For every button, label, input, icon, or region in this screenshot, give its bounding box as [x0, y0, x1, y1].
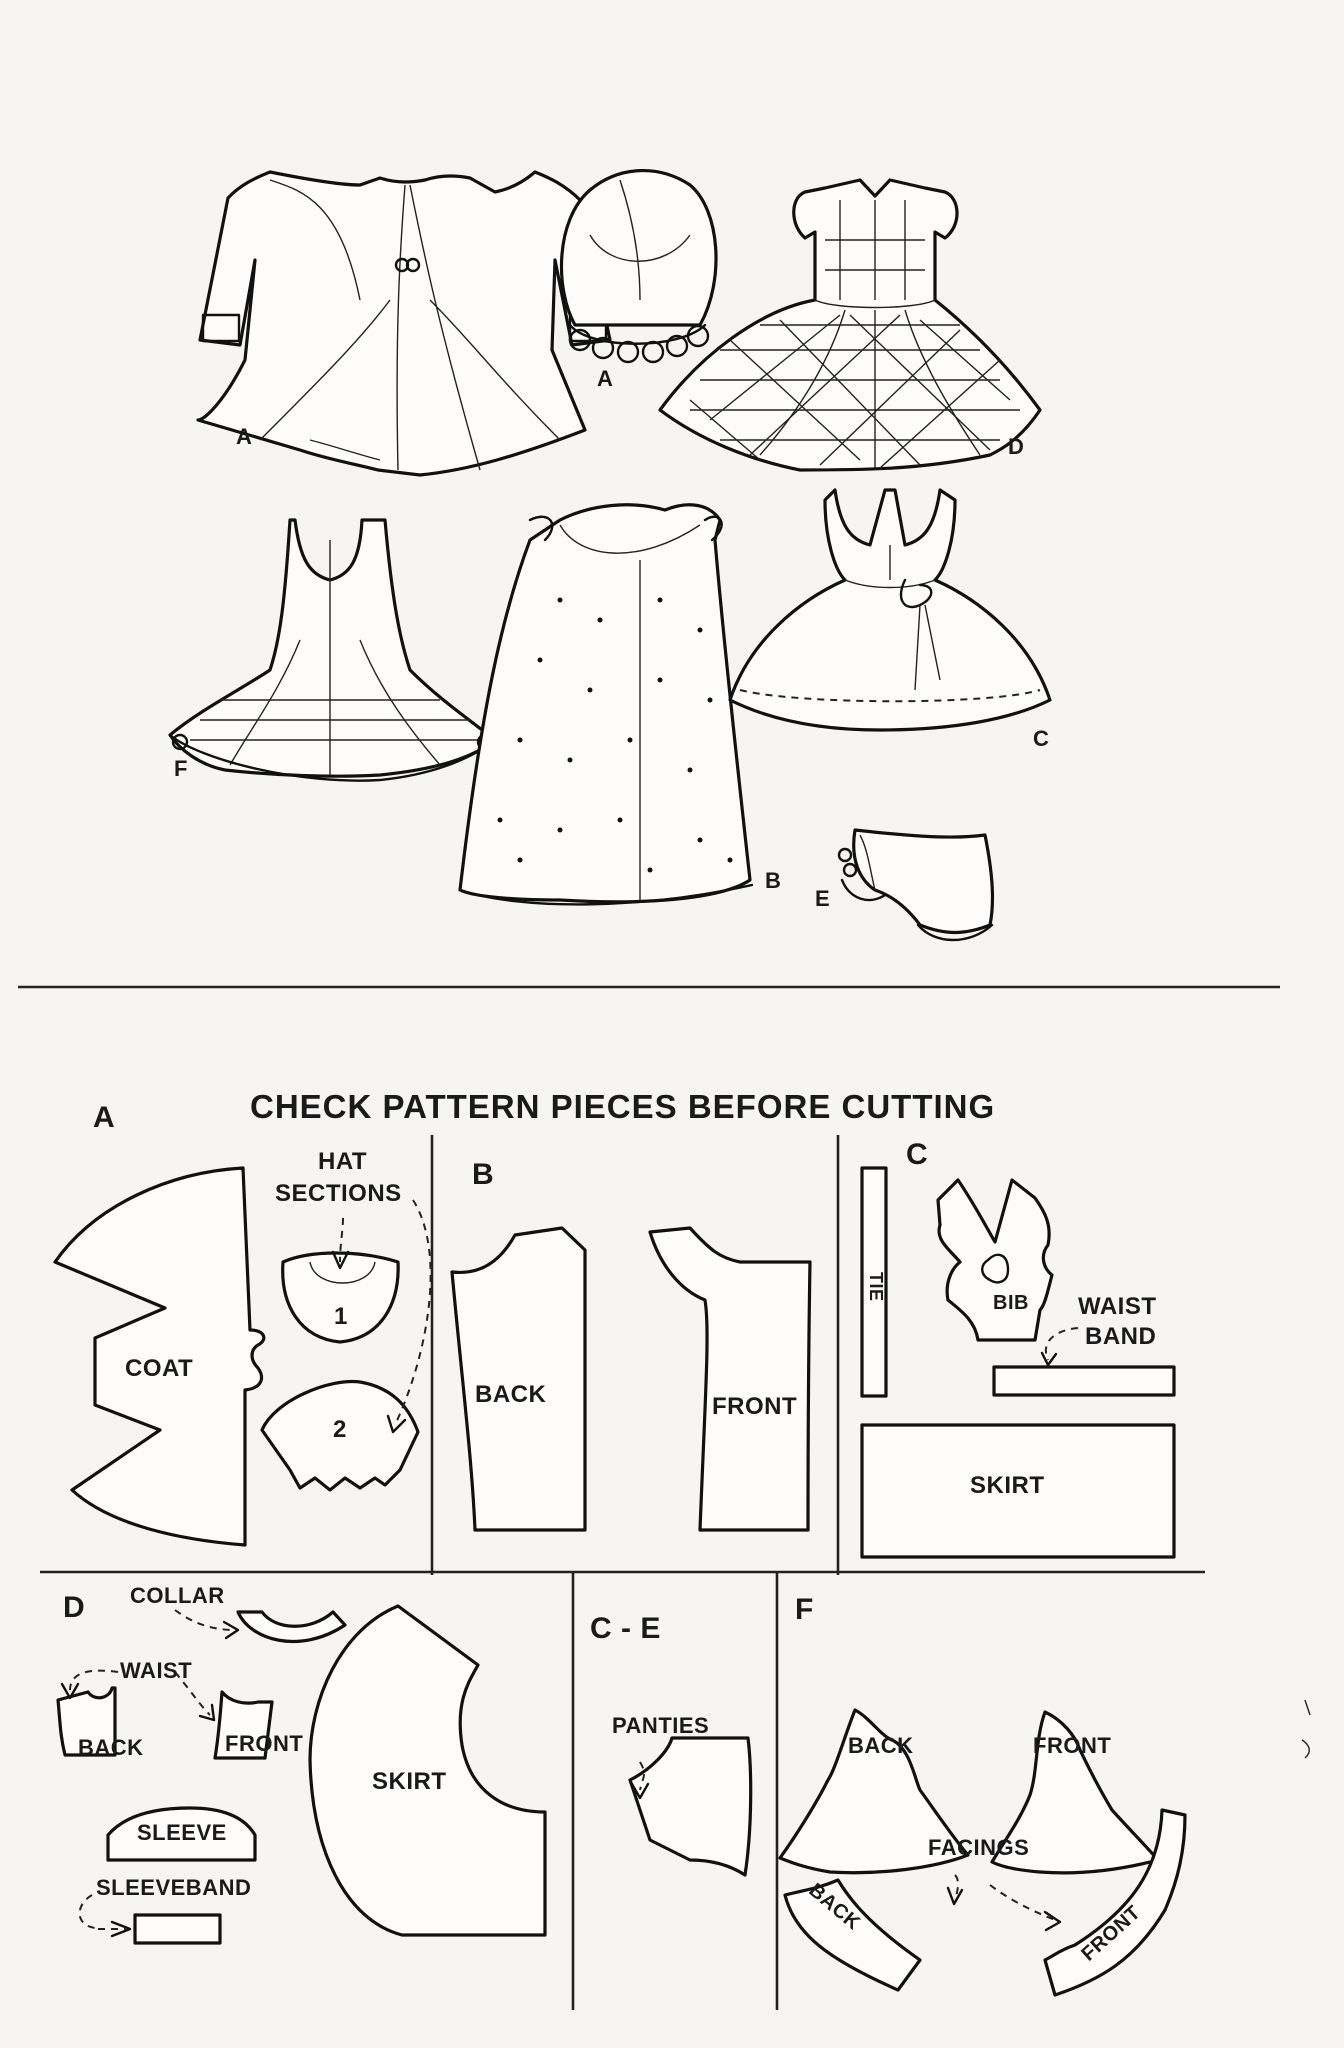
- facing-back-piece: [783, 1878, 922, 1992]
- hat-arrow-1: [339, 1217, 344, 1263]
- hat-section-2-piece: [260, 1379, 420, 1492]
- section-b-label: B: [472, 1158, 495, 1191]
- waist-band-label-line1: WAIST: [1078, 1293, 1157, 1320]
- waist-label: WAIST: [120, 1658, 193, 1683]
- illustration-label-nightgown: B: [765, 868, 782, 893]
- dress-illustration: [658, 178, 1042, 472]
- section-f-label: F: [795, 1593, 814, 1626]
- coat-label: COAT: [125, 1355, 194, 1382]
- back-label-f: BACK: [848, 1733, 914, 1758]
- section-dividers: [40, 1135, 1205, 2010]
- back-piece-b: [450, 1226, 587, 1532]
- section-a-label: A: [93, 1101, 116, 1134]
- facings-label: FACINGS: [928, 1835, 1030, 1860]
- hat-illustration: [559, 168, 718, 364]
- back-piece-d: [56, 1686, 117, 1757]
- hat-sections-label-line1: HAT: [318, 1148, 368, 1175]
- edge-marks: [1301, 1699, 1311, 1759]
- panties-label: PANTIES: [612, 1713, 710, 1738]
- collar-label: COLLAR: [130, 1583, 225, 1608]
- bib-label: BIB: [993, 1292, 1029, 1314]
- sleeveband-piece: [133, 1913, 222, 1945]
- back-label-d: BACK: [78, 1735, 144, 1760]
- pattern-title: CHECK PATTERN PIECES BEFORE CUTTING: [250, 1088, 996, 1125]
- illustration-label-slip: F: [174, 756, 188, 781]
- sleeveband-label: SLEEVEBAND: [96, 1875, 252, 1900]
- front-piece-d: [213, 1690, 274, 1760]
- panties-illustration: [837, 828, 995, 942]
- skirt-label-d: SKIRT: [372, 1768, 447, 1795]
- skirt-label-c: SKIRT: [970, 1472, 1045, 1499]
- waist-band-label-line2: BAND: [1085, 1323, 1157, 1350]
- hat-sections-label-line2: SECTIONS: [275, 1180, 402, 1207]
- front-label-b: FRONT: [712, 1393, 798, 1420]
- facing-front-piece: [1043, 1808, 1187, 1997]
- back-label-b: BACK: [475, 1381, 547, 1408]
- slip-illustration: [168, 518, 497, 782]
- tie-piece: [860, 1166, 888, 1398]
- section-ce-label: C - E: [590, 1612, 661, 1645]
- front-piece-b: [648, 1226, 812, 1532]
- panties-piece: [628, 1736, 753, 1877]
- illustration-label-dress: D: [1008, 434, 1025, 459]
- back-piece-f: [778, 1708, 970, 1875]
- hat-arrow-2: [394, 1199, 432, 1426]
- section-c-label: C: [906, 1138, 929, 1171]
- section-d-label: D: [63, 1591, 86, 1624]
- waist-band-piece: [992, 1365, 1176, 1397]
- coat-illustration: [196, 170, 612, 477]
- bib-piece: [936, 1178, 1054, 1342]
- tie-label: TIE: [866, 1272, 886, 1302]
- illustration-label-panties: E: [815, 886, 831, 911]
- skirt-piece-d: [308, 1604, 547, 1937]
- front-label-f: FRONT: [1033, 1733, 1112, 1758]
- front-label-d: FRONT: [225, 1731, 304, 1756]
- sleeve-label: SLEEVE: [137, 1820, 227, 1845]
- skirt-piece-c: [860, 1423, 1176, 1559]
- illustration-label-hat: A: [597, 366, 614, 391]
- front-piece-f: [990, 1710, 1160, 1875]
- illustration-label-coat: A: [236, 424, 253, 449]
- hat-section-2-label: 2: [333, 1416, 347, 1443]
- collar-piece: [236, 1610, 347, 1643]
- hat-section-1-piece: [281, 1251, 400, 1344]
- coat-piece: [53, 1166, 266, 1547]
- sleeve-piece: [106, 1806, 257, 1862]
- illustration-label-pinafore: C: [1033, 726, 1050, 751]
- nightgown-illustration: [458, 503, 754, 906]
- hat-section-1-label: 1: [334, 1303, 348, 1330]
- pinafore-illustration: [728, 488, 1052, 732]
